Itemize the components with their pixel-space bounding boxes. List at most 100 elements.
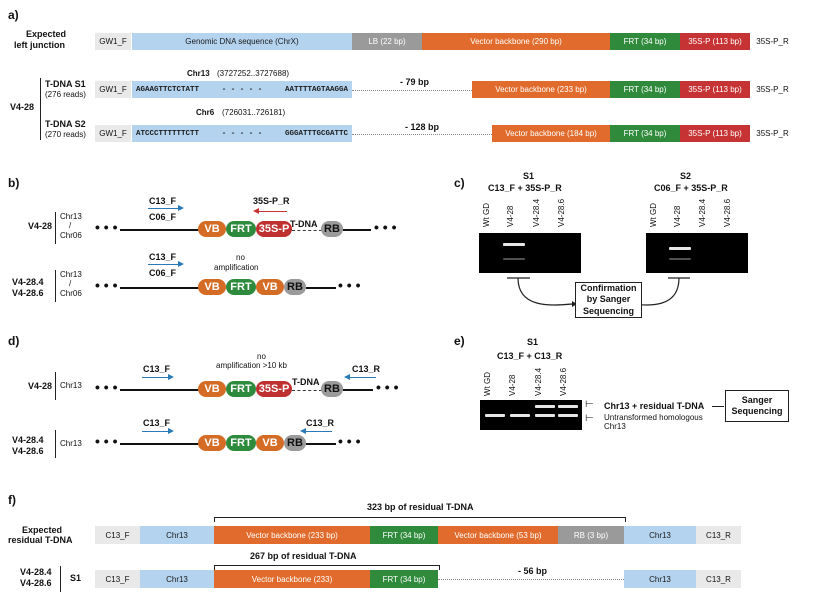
rb-block: RB [321,221,343,237]
tdna-label-d: T-DNA [292,377,320,387]
gel1-band [503,243,525,246]
chr13-left-f: Chr13 [140,526,214,544]
gel-s1-primers: C13_F + 35S-P_R [488,183,562,193]
gel-e-band-b [558,405,578,408]
panel-label-f: f) [8,493,16,507]
frt-segment-s1: FRT (34 bp) [610,81,680,98]
gel-image-1 [479,233,581,273]
gel2-faint [669,258,691,260]
tdna-label: T-DNA [290,219,318,229]
chr6-label: Chr6 [196,108,215,117]
vb233-f2: Vector backbone (233) [214,570,370,588]
line-label-v428: V4-28 [10,102,35,112]
chr13-sequence: AGAAGTTCTCTATT - - - - - AATTTTAGTAAGGA [132,81,352,98]
chrom-line-2 [120,287,200,289]
deletion-line-f [438,579,624,580]
s2-title: T-DNA S2 [45,119,86,129]
lane-wt-1: Wt GD [482,203,491,227]
tdna-dash-d [292,390,322,391]
frt-block-d: FRT [226,381,256,397]
residual-323: 323 bp of residual T-DNA [367,502,474,512]
gel-e-band-a [535,405,555,408]
chr6-sequence: ATCCCTTTTTTCTT - - - - - GGGATTTGCGATTC [132,125,352,142]
s2-reads: (270 reads) [45,130,86,139]
35s-segment-s1: 35S-P (113 bp) [680,81,750,98]
v4286-label-d: V4-28.6 [12,446,44,456]
chr13-d: Chr13 [60,381,82,390]
arrow-c13f-d [142,374,174,380]
seq-right: AATTTTAGTAAGGA [284,85,348,94]
rb-block-d2: RB [284,435,306,451]
deletion-79: - 79 bp [400,77,430,87]
vb-block-d3: VB [256,435,284,451]
ellipsis-left-2: • • • [95,277,118,293]
seq2-left: ATCCCTTTTTTCTT [136,129,200,138]
expected-f2: residual T-DNA [8,535,73,545]
gel-image-2 [646,233,748,273]
c13r-primer-f2: C13_R [696,570,741,588]
35s-block: 35S-P [256,221,292,237]
v428-label-d: V4-28 [28,381,53,391]
v4284-label: V4-28.4 [12,277,44,287]
gw1f-primer-s2: GW1_F [95,125,131,142]
chr13-left-f2: Chr13 [140,570,214,588]
gw1f-primer: GW1_F [95,33,131,50]
s1-title: T-DNA S1 [45,79,86,89]
deletion-128: - 128 bp [405,122,440,132]
residual-267: 267 bp of residual T-DNA [250,551,357,561]
bracket-b1 [55,212,56,244]
chr13-d2: Chr13 [60,439,82,448]
chrom-line-2r [306,287,336,289]
bracket-d2 [55,430,56,458]
primer-c06f: C06_F [149,212,177,222]
ellipsis-right-2: • • • [338,277,361,293]
primer-c13r-d2: C13_R [306,418,335,428]
primer-c13f: C13_F [149,196,177,206]
arrow-c13r-d2 [300,428,332,434]
v4284-label-d: V4-28.4 [12,435,44,445]
gel-e-band-f [558,414,578,417]
panel-label-c: c) [454,176,465,190]
v428-label: V4-28 [28,221,53,231]
c13f-primer-f2: C13_F [95,570,140,588]
chr06-b: Chr06 [60,231,82,240]
noamp-2: amplification [214,263,259,272]
primer-c13f-2: C13_F [149,252,177,262]
frt-f2: FRT (34 bp) [370,570,438,588]
slash-b2: / [69,279,72,288]
lane-wt-2: Wt GD [649,203,658,227]
gel2-band [669,247,691,250]
lane-v4284-2: V4-28.4 [698,198,707,227]
s1-reads: (276 reads) [45,90,86,99]
lb-segment: LB (22 bp) [352,33,422,50]
gel-e-title: S1 [527,337,539,347]
lane-v4286-1: V4-28.6 [557,198,566,227]
arrow-c13f-2 [148,261,184,267]
lane-v428-1: V4-28 [506,205,515,227]
panel-label-d: d) [8,334,20,348]
35s-segment-s2: 35S-P (113 bp) [680,125,750,142]
rb-block-2: RB [284,279,306,295]
slash-b: / [69,221,72,230]
residual-bracket-2 [214,565,440,570]
confirm-box: Confirmation by Sanger Sequencing [575,282,642,318]
ellipsis-left: • • • [95,219,118,235]
vector-backbone-segment: Vector backbone (290 bp) [422,33,610,50]
arrow-c13f [148,205,184,211]
primer-c13f-d: C13_F [143,364,171,374]
chrom-line-dr [343,389,373,391]
arrow-35sr [253,208,287,214]
noamp-1: no [236,253,245,262]
s1-f: S1 [70,573,82,583]
residual-bracket [214,517,626,522]
vb233-f: Vector backbone (233 bp) [214,526,370,544]
deletion-line-2 [352,134,492,135]
gel-e-band-c [485,414,505,417]
sanger-box: Sanger Sequencing [725,390,789,422]
v4286-f: V4-28.6 [20,578,52,588]
chrom-line-d2r [306,443,336,445]
lane-v4284-e: V4-28.4 [534,367,543,396]
lane-v4284-1: V4-28.4 [532,198,541,227]
chr13-coords: (3727252..3727688) [217,69,290,78]
chr13-right-f2: Chr13 [624,570,696,588]
